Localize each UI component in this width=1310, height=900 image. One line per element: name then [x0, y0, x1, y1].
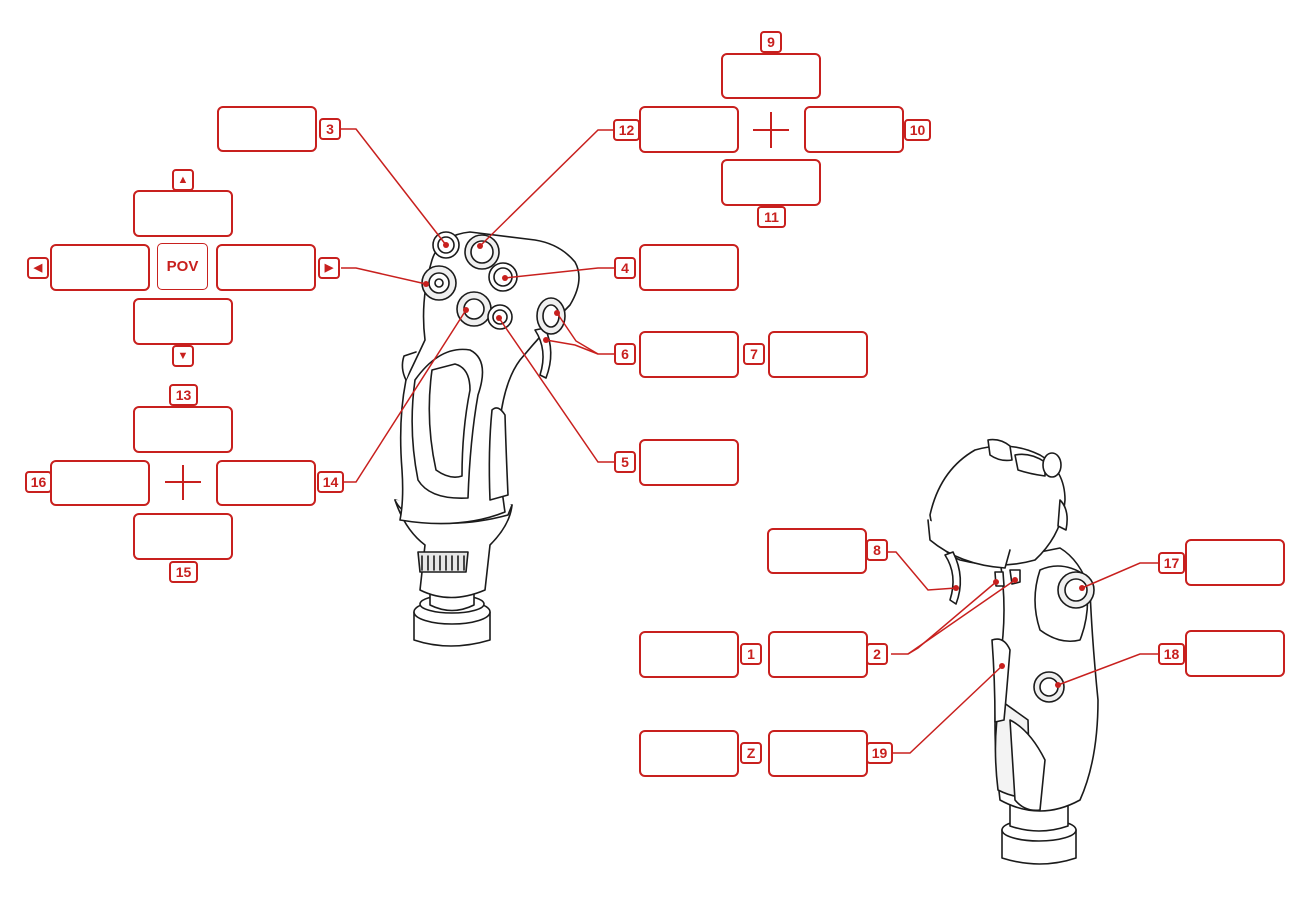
- assignment-box-7[interactable]: [768, 331, 868, 378]
- callout-tag-4: 4: [614, 257, 636, 279]
- callout-tag-15: 15: [169, 561, 198, 583]
- assignment-box-3[interactable]: [217, 106, 317, 152]
- assignment-box-9[interactable]: [721, 53, 821, 99]
- arrow-up-icon: ▲: [172, 169, 194, 191]
- assignment-box-pov-right[interactable]: [216, 244, 316, 291]
- callout-tag-17: 17: [1158, 552, 1185, 574]
- assignment-box-18[interactable]: [1185, 630, 1285, 677]
- pov-label: POV: [157, 243, 208, 290]
- callout-tag-2: 2: [866, 643, 888, 665]
- callout-tag-6: 6: [614, 343, 636, 365]
- callout-tag-5: 5: [614, 451, 636, 473]
- assignment-box-pov-left[interactable]: [50, 244, 150, 291]
- assignment-box-6[interactable]: [639, 331, 739, 378]
- assignment-box-16[interactable]: [50, 460, 150, 506]
- callout-tag-3: 3: [319, 118, 341, 140]
- joystick-front-view-illustration: [394, 231, 580, 647]
- callout-tag-7: 7: [743, 343, 765, 365]
- assignment-box-8[interactable]: [767, 528, 867, 574]
- assignment-box-13[interactable]: [133, 406, 233, 453]
- arrow-down-icon: ▼: [172, 345, 194, 367]
- assignment-box-17[interactable]: [1185, 539, 1285, 586]
- callout-tag-z: Z: [740, 742, 762, 764]
- callout-tag-9: 9: [760, 31, 782, 53]
- arrow-right-icon: ▶: [318, 257, 340, 279]
- assignment-box-15[interactable]: [133, 513, 233, 560]
- plus-cross-icon: [165, 465, 201, 500]
- plus-cross-icon: [753, 112, 789, 148]
- callout-tag-19: 19: [866, 742, 893, 764]
- callout-tag-14: 14: [317, 471, 344, 493]
- callout-tag-13: 13: [169, 384, 198, 406]
- callout-leader-lines: [341, 128, 1158, 754]
- joystick-rear-view-illustration: [927, 438, 1099, 865]
- assignment-box-2[interactable]: [768, 631, 868, 678]
- assignment-box-11[interactable]: [721, 159, 821, 206]
- callout-tag-11: 11: [757, 206, 786, 228]
- assignment-box-4[interactable]: [639, 244, 739, 291]
- assignment-box-10[interactable]: [804, 106, 904, 153]
- assignment-box-pov-up[interactable]: [133, 190, 233, 237]
- assignment-box-12[interactable]: [639, 106, 739, 153]
- callout-tag-10: 10: [904, 119, 931, 141]
- assignment-box-z[interactable]: [639, 730, 739, 777]
- callout-anchor-dots: [423, 242, 1085, 688]
- callout-tag-16: 16: [25, 471, 52, 493]
- assignment-box-19[interactable]: [768, 730, 868, 777]
- assignment-box-14[interactable]: [216, 460, 316, 506]
- arrow-left-icon: ◀: [27, 257, 49, 279]
- callout-tag-8: 8: [866, 539, 888, 561]
- callout-tag-18: 18: [1158, 643, 1185, 665]
- callout-tag-1: 1: [740, 643, 762, 665]
- assignment-box-5[interactable]: [639, 439, 739, 486]
- callout-tag-12: 12: [613, 119, 640, 141]
- assignment-box-pov-down[interactable]: [133, 298, 233, 345]
- assignment-box-1[interactable]: [639, 631, 739, 678]
